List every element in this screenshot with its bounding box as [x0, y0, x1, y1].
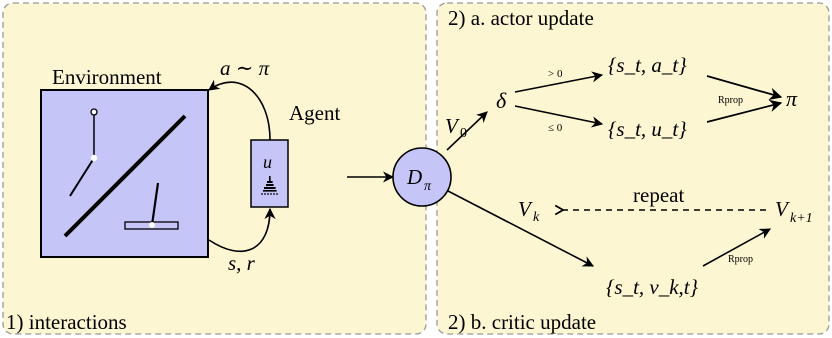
action-label: a ∼ π	[220, 56, 270, 80]
dataset-node	[392, 147, 452, 207]
le-zero-label: ≤ 0	[548, 122, 563, 134]
state-reward-arrow	[208, 207, 276, 253]
cart-pole-icon	[124, 182, 179, 230]
environment-box	[40, 89, 209, 258]
set-sa-label: {s_t, a_t}	[608, 53, 687, 77]
vk-subscript: k	[533, 210, 540, 225]
vk1-subscript: k+1	[790, 211, 813, 226]
interactions-caption: 1) interactions	[6, 310, 127, 334]
action-arrow	[208, 79, 271, 141]
actor-update-caption: 2) a. actor update	[448, 6, 594, 30]
agent-box	[250, 139, 289, 208]
environment-diagonal	[63, 114, 187, 238]
repeat-label: repeat	[633, 183, 684, 207]
su-to-pi-line	[706, 99, 783, 123]
environment-label: Environment	[52, 65, 162, 89]
set-su-label: {s_t, u_t}	[608, 117, 687, 141]
delta-to-sa-arrow	[514, 71, 604, 93]
agent-label: Agent	[289, 101, 340, 125]
dataset-subscript: π	[424, 179, 432, 194]
vk1-label: V	[775, 197, 790, 221]
pendulum-icon	[69, 108, 98, 197]
rprop-actor-label: Rprop	[718, 95, 743, 106]
dataset-to-critic-arrow	[447, 190, 594, 267]
delta-label: δ	[496, 88, 507, 113]
v0-subscript: 0	[460, 126, 467, 141]
gt-zero-label: > 0	[548, 68, 563, 80]
rprop-critic-label: Rprop	[728, 254, 753, 265]
vk-label: V	[518, 197, 533, 221]
pi-label: π	[786, 86, 798, 111]
distribution-icon	[261, 176, 278, 195]
delta-to-su-arrow	[514, 105, 604, 128]
state-reward-label: s, r	[228, 251, 256, 275]
dataset-label: D	[406, 165, 422, 189]
v0-label: V	[445, 114, 460, 138]
sa-to-pi-line	[706, 75, 783, 100]
critic-rprop-arrow	[702, 228, 771, 267]
set-sv-label: {s_t, v_k,t}	[606, 275, 699, 299]
critic-update-caption: 2) b. critic update	[448, 310, 596, 334]
agent-value: u	[263, 152, 272, 172]
v0-arrow	[446, 111, 488, 151]
